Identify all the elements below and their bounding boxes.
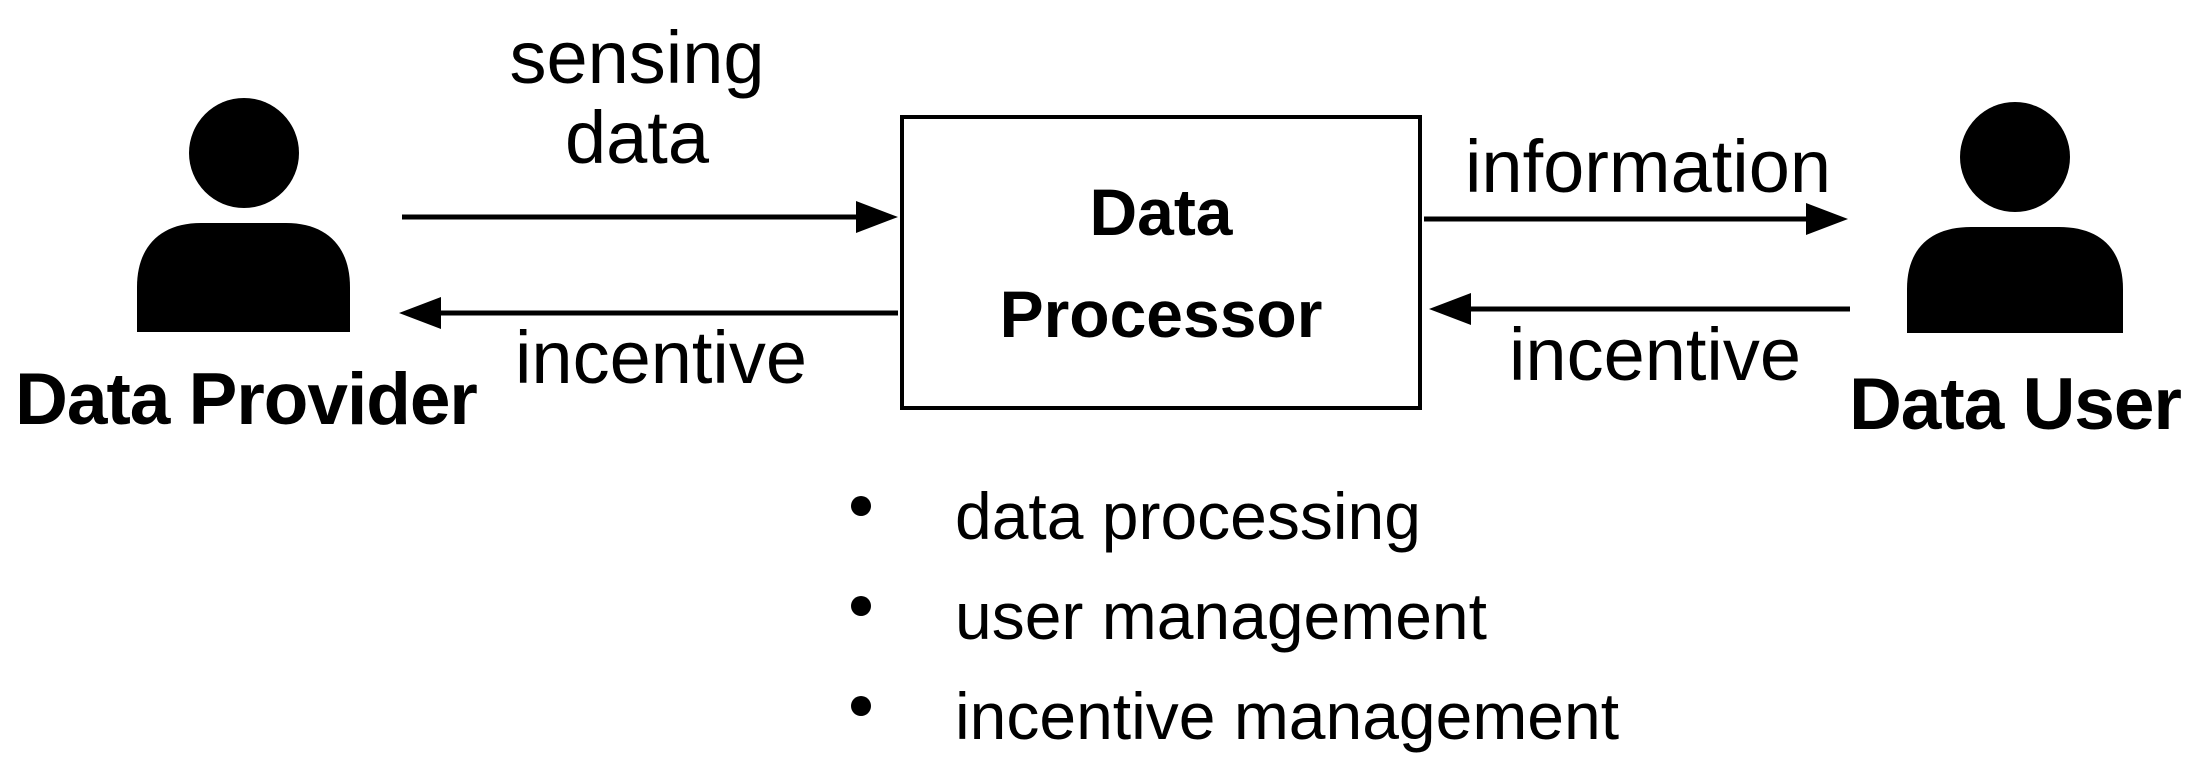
list-item: incentive management — [851, 673, 1619, 759]
person-body — [1907, 227, 2123, 333]
list-item: user management — [851, 573, 1487, 659]
data-provider-label: Data Provider — [15, 359, 478, 440]
information-arrow — [1424, 203, 1848, 235]
person-body — [137, 223, 350, 332]
person-head — [189, 98, 299, 208]
bullet-icon — [851, 496, 871, 516]
data-user-label: Data User — [1849, 364, 2182, 445]
sensing-data-label-line2: data — [564, 96, 710, 179]
sensing-data-label-line1: sensing — [509, 16, 765, 99]
data-processor-box: Data Processor — [900, 115, 1422, 410]
sensing-data-arrow — [402, 201, 898, 233]
incentive-left-label: incentive — [514, 316, 808, 399]
bullet-icon — [851, 596, 871, 616]
data-user-icon — [1907, 102, 2123, 333]
incentive-to-processor-arrow — [1429, 293, 1850, 325]
list-item: data processing — [851, 473, 1421, 559]
list-item-label: incentive management — [955, 679, 1620, 753]
data-provider-icon — [137, 98, 350, 332]
bullet-icon — [851, 696, 871, 716]
data-processor-title-line2: Processor — [999, 276, 1323, 351]
person-head — [1960, 102, 2070, 212]
list-item-label: data processing — [955, 479, 1421, 553]
data-processor-title: Data Processor — [1000, 161, 1323, 365]
data-processor-title-line1: Data — [1089, 174, 1233, 249]
sensing-data-label: sensing data — [509, 18, 764, 178]
incentive-right-label: incentive — [1508, 313, 1802, 396]
incentive-to-provider-arrow — [399, 297, 898, 329]
list-item-label: user management — [955, 579, 1487, 653]
information-label: information — [1464, 125, 1832, 208]
